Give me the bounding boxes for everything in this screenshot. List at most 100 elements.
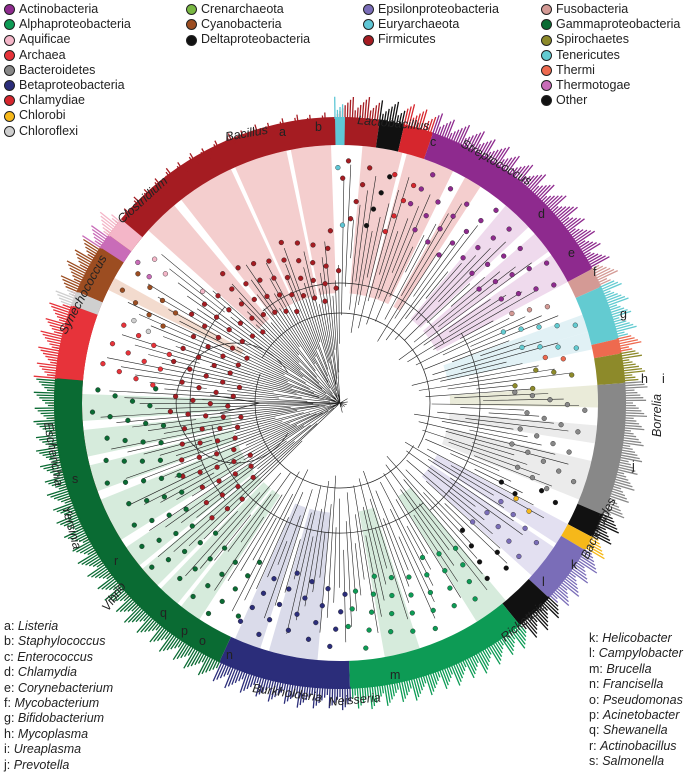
tip-dot bbox=[179, 441, 185, 447]
tip-dot bbox=[156, 537, 162, 543]
tip-dot bbox=[227, 370, 233, 376]
tip-dot bbox=[537, 344, 543, 350]
tip-dot bbox=[363, 223, 370, 229]
genus-sector bbox=[368, 153, 454, 305]
legend-label: Gammaproteobacteria bbox=[556, 17, 681, 32]
legend-item: Crenarchaeota bbox=[186, 2, 310, 17]
phylum-ring-segment bbox=[108, 219, 143, 252]
key-item: s: Salmonella bbox=[589, 754, 683, 769]
tip-dot bbox=[215, 293, 221, 299]
legend-label: Bacteroidetes bbox=[19, 62, 96, 77]
key-genus: Ureaplasma bbox=[13, 742, 82, 757]
tip-dot bbox=[319, 603, 325, 609]
tip-dot bbox=[247, 452, 253, 458]
tip-dot bbox=[237, 618, 244, 624]
tip-dot bbox=[104, 480, 110, 486]
key-genus: Campylobacter bbox=[598, 646, 683, 661]
tip-dot bbox=[225, 403, 231, 409]
key-letter: e: bbox=[4, 680, 15, 695]
legend-item: Epsilonproteobacteria bbox=[363, 2, 499, 17]
tip-dot bbox=[232, 435, 238, 441]
tip-dot bbox=[145, 328, 152, 335]
tip-dot bbox=[109, 341, 116, 347]
tip-dot bbox=[518, 326, 524, 332]
tip-dot bbox=[139, 458, 146, 464]
label-neisseria: Neisseria bbox=[328, 690, 381, 708]
tip-dot bbox=[104, 435, 110, 441]
tip-dot bbox=[560, 356, 566, 362]
legend-item: Chloroflexi bbox=[4, 124, 131, 139]
tip-dot bbox=[371, 573, 377, 579]
tip-dot bbox=[235, 483, 241, 490]
tip-dot bbox=[300, 293, 307, 299]
legend-label: Epsilonproteobacteria bbox=[378, 2, 499, 16]
label-h: h bbox=[641, 372, 648, 386]
tip-dot bbox=[141, 358, 147, 365]
phylum-ring-segment bbox=[502, 578, 550, 626]
tip-dot bbox=[161, 494, 168, 500]
tip-dot bbox=[460, 562, 466, 568]
label-a: a bbox=[279, 125, 286, 139]
key-item: j: Prevotella bbox=[4, 758, 113, 773]
key-genus: Salmonella bbox=[602, 754, 665, 769]
tip-dot bbox=[220, 414, 226, 420]
tip-dot bbox=[264, 293, 270, 300]
tip-dot bbox=[200, 288, 206, 295]
tip-dot bbox=[182, 548, 188, 555]
legend-label: Firmicutes bbox=[378, 32, 436, 47]
key-letter: q: bbox=[589, 723, 600, 738]
tip-dot bbox=[477, 559, 483, 565]
tip-dot bbox=[215, 334, 222, 341]
legend-item: Aquificae bbox=[4, 32, 131, 47]
key-item: l: Campylobacter bbox=[589, 646, 683, 661]
tip-dot bbox=[512, 389, 518, 395]
tip-dot bbox=[555, 344, 561, 350]
tip-dot bbox=[533, 367, 539, 373]
tip-dot bbox=[149, 564, 155, 570]
phylum-ring-spikes bbox=[616, 335, 642, 352]
phylum-ring bbox=[33, 96, 648, 711]
tip-dot bbox=[229, 345, 236, 351]
legend-item: Betaproteobacteria bbox=[4, 78, 131, 93]
tip-dot bbox=[277, 292, 283, 298]
phylum-ring-segment bbox=[76, 247, 124, 303]
tip-dot bbox=[132, 300, 139, 306]
tip-dot bbox=[235, 613, 242, 619]
tip-dot bbox=[183, 506, 189, 512]
tip-dot bbox=[197, 469, 203, 475]
tip-dot bbox=[205, 610, 212, 617]
key-genus: Brucella bbox=[606, 661, 652, 676]
tip-dot bbox=[195, 354, 202, 360]
key-letter: b: bbox=[4, 634, 15, 649]
tip-dot bbox=[534, 433, 540, 439]
tip-dot bbox=[122, 437, 128, 444]
tip-dot bbox=[475, 245, 481, 251]
legend-item: Thermotogae bbox=[541, 78, 680, 93]
label-n: n bbox=[226, 648, 233, 662]
tip-dot bbox=[153, 386, 159, 392]
legend-label: Deltaproteobacteria bbox=[201, 32, 311, 47]
key-item: r: Actinobacillus bbox=[589, 739, 683, 754]
tip-dot bbox=[203, 500, 210, 506]
tip-dot bbox=[542, 354, 548, 361]
legend-item: Thermi bbox=[541, 63, 680, 78]
tip-dot bbox=[335, 165, 341, 171]
tip-dot bbox=[157, 457, 164, 463]
tip-dot bbox=[348, 216, 354, 222]
tip-dot bbox=[498, 296, 504, 302]
tip-dot bbox=[249, 604, 255, 611]
tip-dot bbox=[214, 464, 220, 470]
tip-dot bbox=[272, 309, 278, 315]
tip-dot bbox=[536, 324, 542, 330]
tip-dot bbox=[325, 586, 331, 592]
tip-dot bbox=[294, 240, 301, 246]
tip-dot bbox=[160, 423, 167, 429]
tip-dot bbox=[173, 530, 179, 537]
key-genus: Helicobacter bbox=[602, 631, 672, 645]
tip-dot bbox=[201, 301, 208, 307]
tip-dot bbox=[199, 426, 205, 432]
legend-label: Alphaproteobacteria bbox=[19, 17, 131, 32]
tip-dot bbox=[146, 312, 152, 318]
tip-dot bbox=[260, 329, 266, 335]
tip-dot bbox=[322, 281, 328, 287]
